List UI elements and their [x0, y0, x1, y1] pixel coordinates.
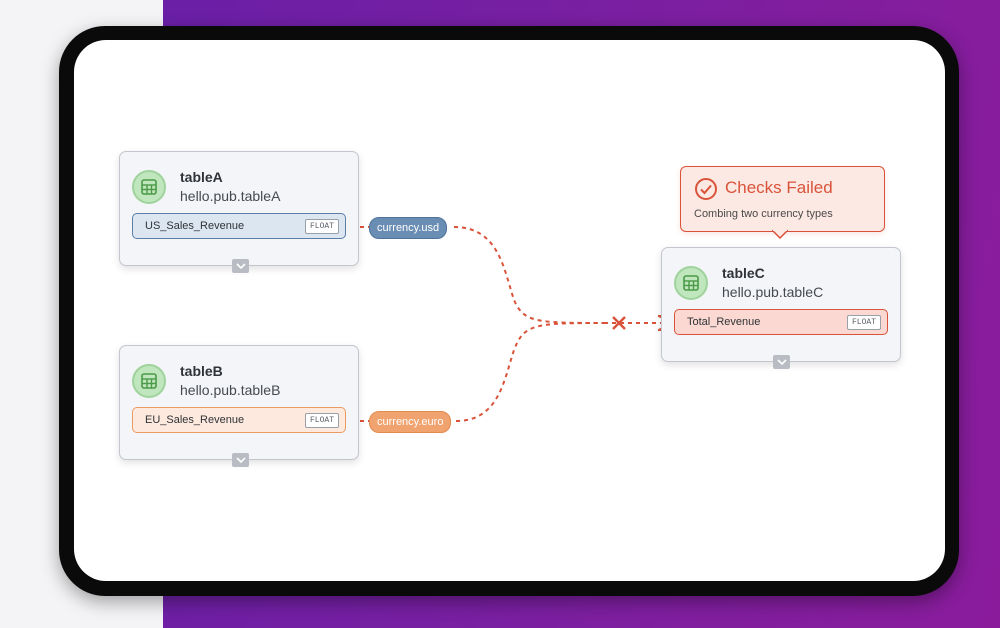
table-icon [132, 170, 166, 204]
tag-currency-euro[interactable]: currency.euro [369, 411, 452, 433]
chevron-down-icon[interactable] [232, 453, 249, 467]
callout-title: Checks Failed [725, 178, 833, 197]
lineage-canvas: tableA hello.pub.tableA US_Sales_Revenue… [74, 40, 945, 581]
edge-tableb-to-tablec [344, 322, 605, 422]
table-node-tableb[interactable]: tableB hello.pub.tableB EU_Sales_Revenue… [119, 345, 359, 467]
check-circle-icon [695, 178, 717, 200]
node-title: tableA [180, 169, 223, 185]
checks-failed-callout: Checks Failed Combing two currency types [680, 166, 885, 239]
column-name: US_Sales_Revenue [145, 220, 245, 232]
table-node-tablec[interactable]: tableC hello.pub.tableC Total_Revenue FL… [661, 247, 901, 369]
callout-tail [772, 230, 788, 239]
table-icon [132, 364, 166, 398]
chevron-down-icon[interactable] [232, 259, 249, 273]
callout-message: Combing two currency types [694, 208, 833, 220]
column-row-eu-sales-revenue[interactable]: EU_Sales_Revenue FLOAT [132, 407, 346, 433]
node-title: tableC [722, 265, 765, 281]
table-icon [674, 266, 708, 300]
table-node-tablea[interactable]: tableA hello.pub.tableA US_Sales_Revenue… [119, 151, 359, 273]
node-path: hello.pub.tableC [722, 284, 824, 300]
node-title: tableB [180, 363, 223, 379]
tag-currency-usd[interactable]: currency.usd [369, 217, 448, 239]
chevron-down-icon[interactable] [773, 355, 790, 369]
node-path: hello.pub.tableA [180, 188, 281, 204]
column-row-us-sales-revenue[interactable]: US_Sales_Revenue FLOAT [132, 213, 346, 239]
node-path: hello.pub.tableB [180, 382, 281, 398]
column-row-total-revenue[interactable]: Total_Revenue FLOAT [674, 309, 888, 335]
type-badge: FLOAT [846, 315, 881, 330]
type-badge: FLOAT [304, 413, 339, 428]
column-name: EU_Sales_Revenue [145, 414, 245, 426]
x-icon [612, 316, 626, 330]
edge-tablea-to-tablec [344, 226, 605, 324]
type-badge: FLOAT [304, 219, 339, 234]
lineage-edges [344, 226, 945, 422]
column-name: Total_Revenue [687, 316, 761, 328]
